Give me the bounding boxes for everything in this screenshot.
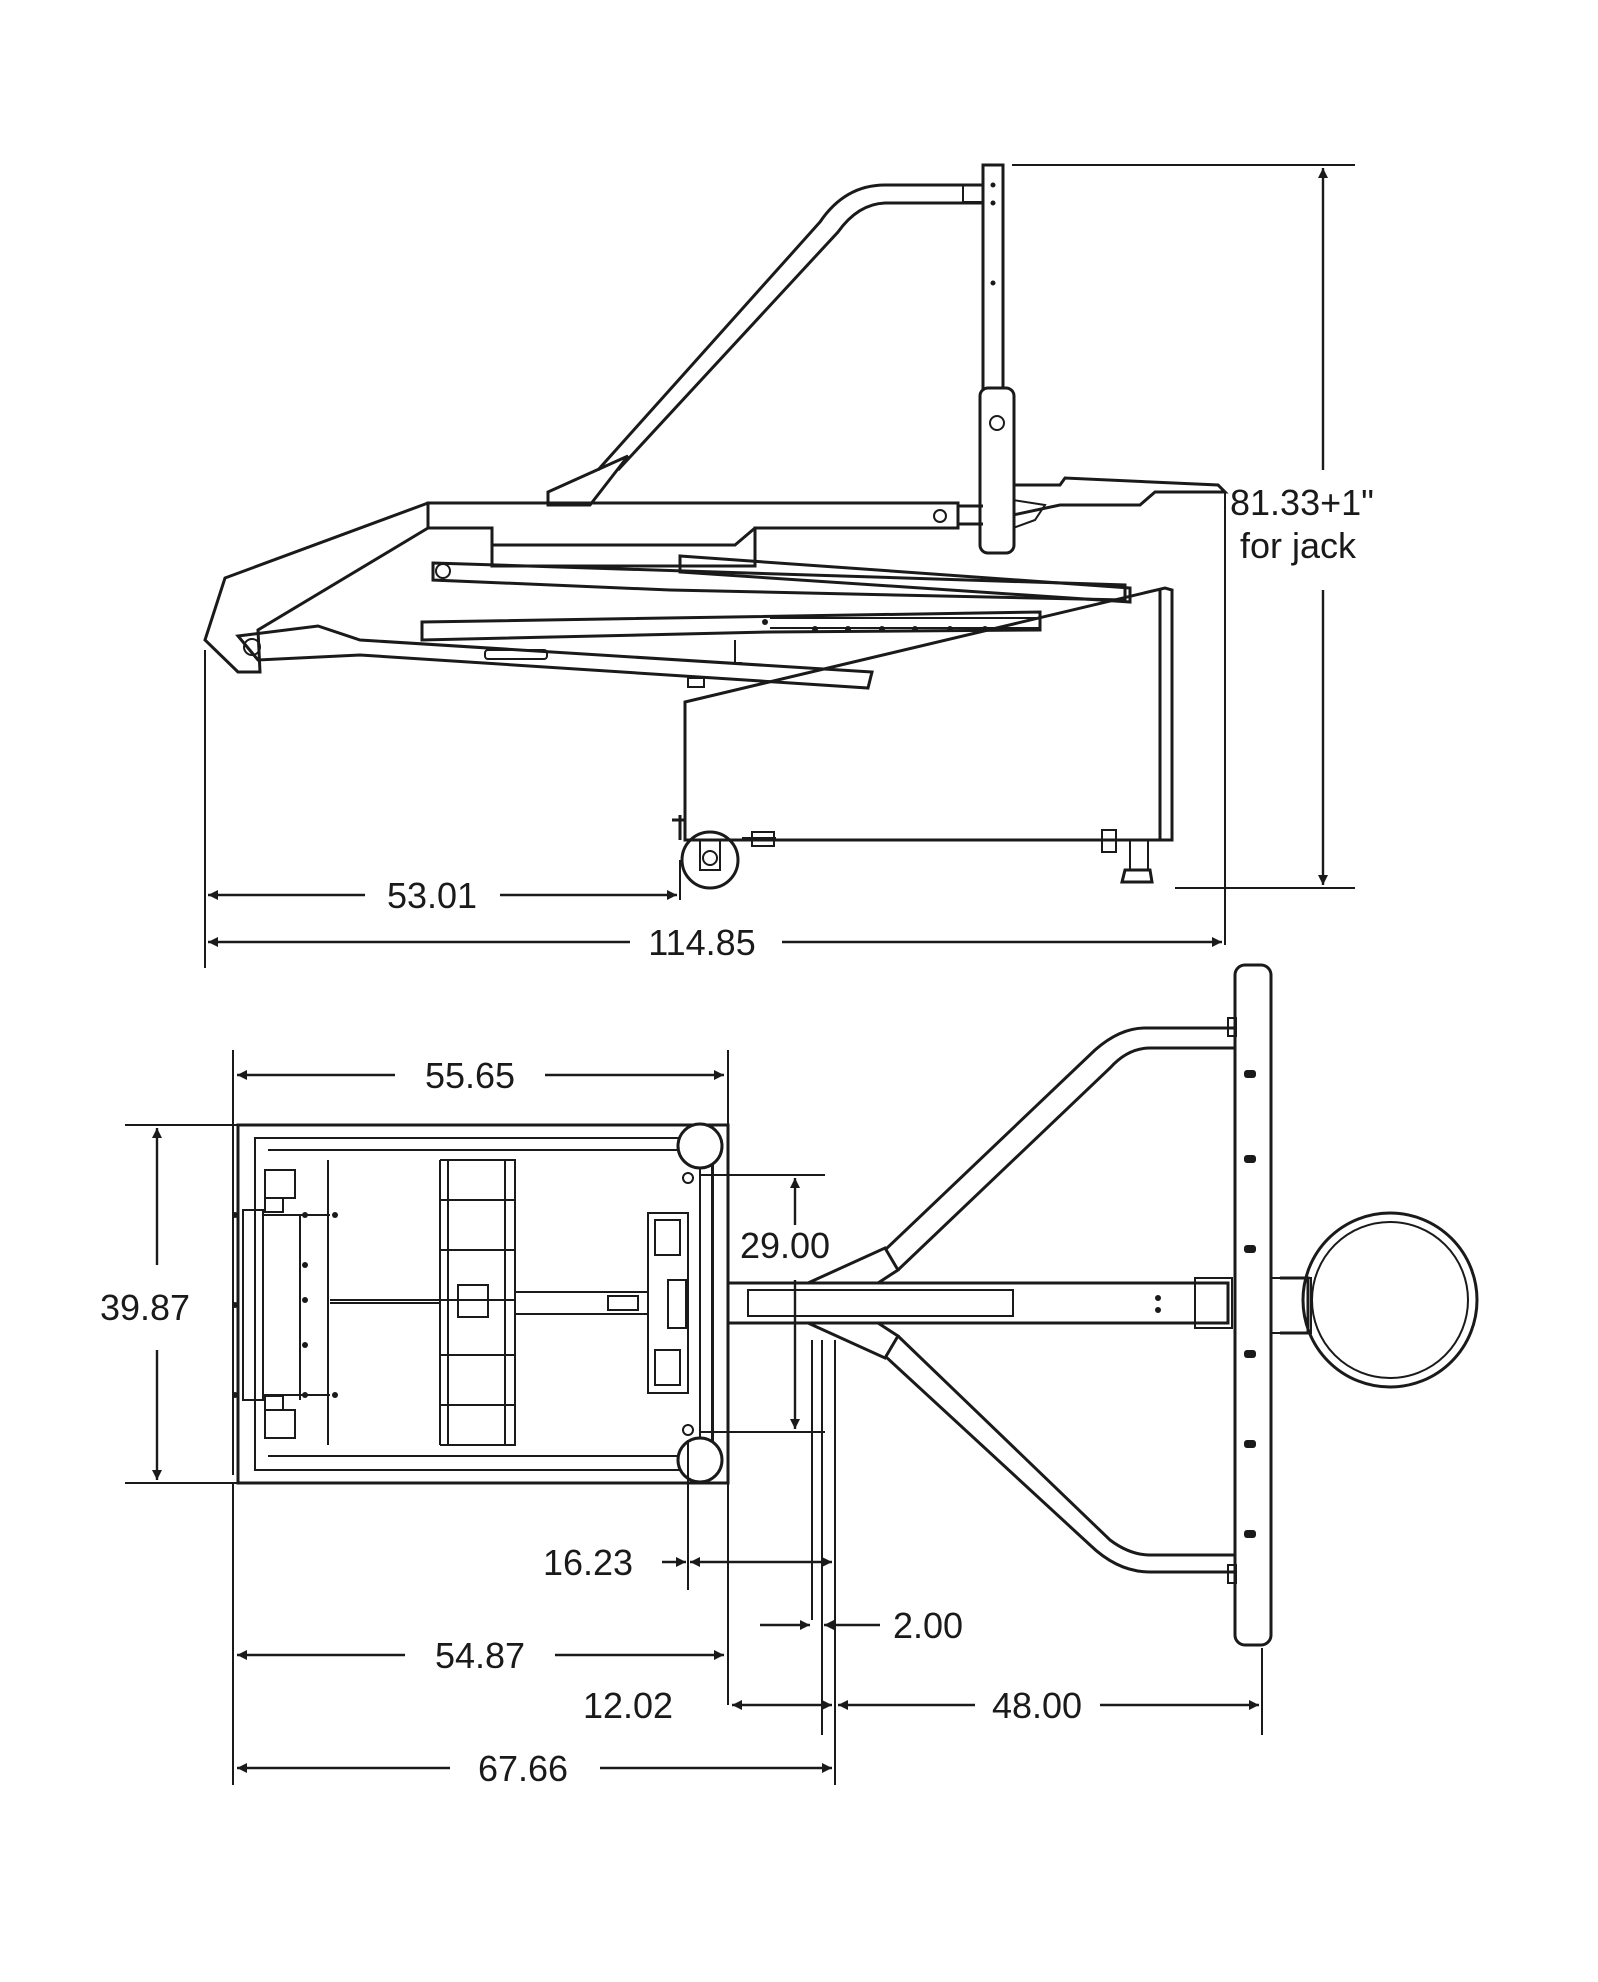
backboard-upright	[962, 163, 1016, 555]
dim-pole-width-label: 2.00	[893, 1605, 963, 1646]
dim-height: 81.33+1" for jack	[1012, 164, 1374, 889]
dim-overall-length-label: 114.85	[648, 922, 755, 963]
dim-frame-length: 54.87	[237, 1635, 724, 1676]
rim-side	[1012, 476, 1229, 517]
dim-overall-base: 67.66	[237, 1748, 832, 1789]
front-arm	[203, 501, 756, 674]
top-view: 55.65 39.87 29.00 16.23	[100, 963, 1479, 1789]
side-view: 81.33+1" for jack 53.01 114.85	[203, 163, 1374, 968]
dim-height-label-1: 81.33+1"	[1230, 482, 1374, 523]
dim-base-length-label: 55.65	[425, 1055, 515, 1096]
dim-extension-label: 48.00	[992, 1685, 1082, 1726]
dim-pole-spacing: 29.00	[740, 1178, 830, 1429]
dim-extension: 48.00	[838, 1685, 1259, 1726]
dim-pole-spacing-label: 29.00	[740, 1225, 830, 1266]
lower-link	[235, 624, 874, 690]
base-box	[672, 586, 1174, 884]
rim-top	[1270, 1211, 1479, 1389]
dim-base-width-label: 39.87	[100, 1287, 190, 1328]
pole-top	[726, 1246, 1233, 1360]
wheel	[680, 830, 776, 890]
dim-offset-b: 12.02	[583, 1685, 832, 1726]
dim-overall-base-label: 67.66	[478, 1748, 568, 1789]
backboard-top	[1227, 963, 1273, 1647]
dim-height-label-2: for jack	[1240, 525, 1357, 566]
top-arms	[883, 1026, 1235, 1574]
dim-pole-width: 2.00	[760, 1605, 963, 1646]
base-frame	[232, 1122, 730, 1485]
dim-front-overhang: 53.01	[208, 875, 677, 916]
dim-front-overhang-label: 53.01	[387, 875, 477, 916]
dim-frame-length-label: 54.87	[435, 1635, 525, 1676]
tension-arm	[420, 610, 1042, 642]
lift-arm	[431, 561, 1127, 602]
dim-offset-a-label: 16.23	[543, 1542, 633, 1583]
dim-offset-a: 16.23	[543, 1542, 832, 1583]
arm-gusset	[546, 454, 630, 507]
dim-offset-b-label: 12.02	[583, 1685, 673, 1726]
dim-overall-length: 114.85	[208, 922, 1222, 963]
support-arm	[596, 183, 983, 472]
main-boom	[426, 501, 960, 568]
dim-base-width: 39.87	[100, 1128, 190, 1480]
dim-base-length: 55.65	[237, 1055, 724, 1096]
